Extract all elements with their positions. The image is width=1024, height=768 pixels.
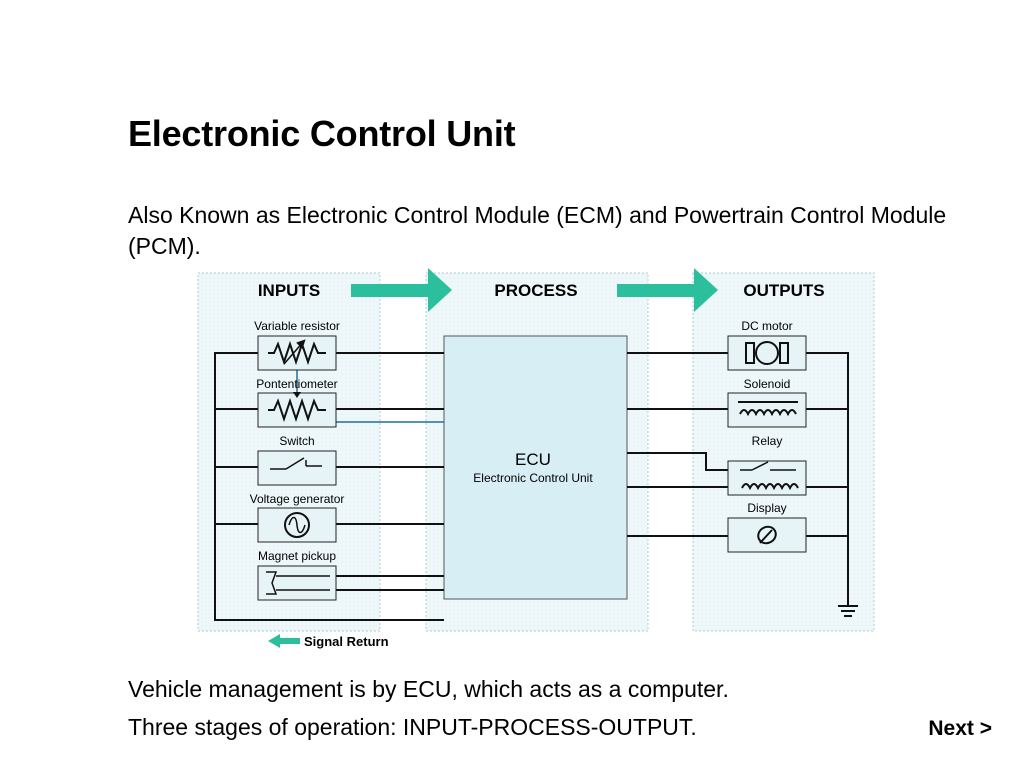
signal-return-label: Signal Return — [304, 634, 389, 649]
flow-arrow-icon — [351, 268, 452, 312]
output-label: Display — [747, 501, 786, 515]
outputs-header: OUTPUTS — [743, 281, 824, 300]
output-label: Relay — [752, 434, 783, 448]
inputs-header: INPUTS — [258, 281, 320, 300]
process-header: PROCESS — [494, 281, 577, 300]
output-wiring — [627, 352, 849, 605]
ecu-box — [443, 335, 628, 600]
input-label: Voltage generator — [250, 492, 345, 506]
slide-subtitle: Also Known as Electronic Control Module … — [128, 202, 947, 259]
input-label: Variable resistor — [254, 319, 340, 333]
relay-icon — [740, 461, 799, 491]
input-wiring — [214, 352, 444, 621]
relay-box — [727, 460, 807, 496]
next-button[interactable]: Next > — [928, 717, 992, 740]
output-label: Solenoid — [744, 377, 791, 391]
ground-icon — [838, 605, 858, 617]
magnet-pickup-icon — [266, 571, 330, 595]
potentiometer-icon — [268, 392, 326, 423]
switch-box — [257, 450, 337, 486]
variable-resistor-icon — [268, 339, 326, 366]
switch-icon — [270, 457, 322, 470]
magnet-pickup-box — [257, 565, 337, 601]
bullet-vehicle-management: Vehicle management is by ECU, which acts… — [128, 676, 729, 702]
bullet-three-stages: Three stages of operation: INPUT-PROCESS… — [128, 714, 697, 740]
voltage-generator-icon — [284, 512, 310, 538]
signal-return-arrow-icon — [268, 634, 300, 648]
ecu-label: ECU — [515, 450, 551, 469]
input-label: Magnet pickup — [258, 549, 336, 563]
display-icon — [757, 525, 777, 545]
ecu-sublabel: Electronic Control Unit — [473, 471, 593, 485]
input-label: Pontentiometer — [256, 377, 337, 391]
output-label: DC motor — [741, 319, 792, 333]
outputs-panel — [692, 272, 875, 632]
solenoid-icon — [738, 401, 798, 417]
flow-arrow-icon — [617, 268, 718, 312]
slide-title: Electronic Control Unit — [128, 113, 516, 154]
dc-motor-icon — [745, 341, 789, 365]
input-label: Switch — [279, 434, 314, 448]
